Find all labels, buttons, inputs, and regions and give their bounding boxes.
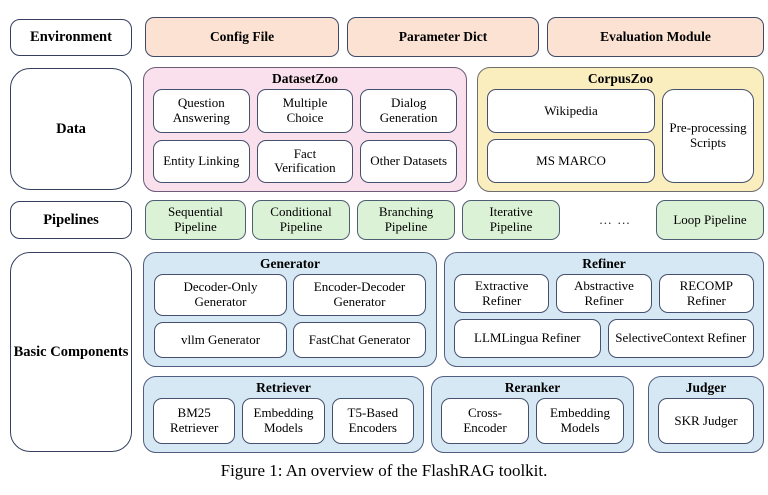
box-encoder-decoder-generator: Encoder-Decoder Generator: [293, 274, 426, 317]
box-config-file: Config File: [145, 17, 339, 57]
box-dialog-generation: Dialog Generation: [360, 89, 457, 133]
box-abstractive-refiner: Abstractive Refiner: [556, 274, 652, 313]
box-branching-pipeline: Branching Pipeline: [357, 200, 455, 240]
corpus-zoo-title: CorpusZoo: [587, 71, 654, 86]
container-retriever: Retriever BM25 Retriever Embedding Model…: [143, 376, 424, 453]
container-reranker: Reranker Cross-Encoder Embedding Models: [431, 376, 634, 453]
refiner-title: Refiner: [582, 256, 626, 271]
pipelines-ellipsis: … …: [598, 212, 632, 227]
box-fact-verification: Fact Verification: [256, 139, 354, 183]
box-fastchat-generator: FastChat Generator: [293, 322, 426, 358]
basic-components-label: Basic Components: [10, 252, 132, 452]
retriever-body: BM25 Retriever Embedding Models T5-Based…: [144, 398, 423, 452]
box-t5-based-encoders: T5-Based Encoders: [331, 398, 414, 444]
box-llmlingua-refiner: LLMLingua Refiner: [454, 319, 601, 358]
data-label: Data: [10, 68, 132, 190]
judger-title: Judger: [685, 380, 727, 395]
retriever-title: Retriever: [256, 380, 311, 395]
container-judger: Judger SKR Judger: [648, 376, 764, 453]
figure-caption: Figure 1: An overview of the FlashRAG to…: [220, 461, 548, 480]
box-loop-pipeline: Loop Pipeline: [656, 200, 764, 240]
container-refiner: Refiner Extractive Refiner Abstractive R…: [444, 252, 764, 367]
environment-label: Environment: [10, 19, 132, 56]
box-extractive-refiner: Extractive Refiner: [454, 274, 550, 313]
box-evaluation-module: Evaluation Module: [547, 17, 764, 57]
container-corpus-zoo: CorpusZoo Wikipedia MS MARCO Pre-process…: [477, 67, 764, 192]
box-conditional-pipeline: Conditional Pipeline: [252, 200, 350, 240]
box-wikipedia: Wikipedia: [487, 89, 655, 133]
refiner-row-2: LLMLingua Refiner SelectiveContext Refin…: [454, 319, 754, 358]
box-selectivecontext-refiner: SelectiveContext Refiner: [607, 319, 754, 358]
generator-grid: Decoder-Only Generator Encoder-Decoder G…: [144, 274, 436, 366]
reranker-body: Cross-Encoder Embedding Models: [432, 398, 633, 452]
dataset-zoo-title: DatasetZoo: [272, 71, 338, 86]
box-iterative-pipeline: Iterative Pipeline: [462, 200, 560, 240]
box-preprocessing-scripts: Pre-processing Scripts: [662, 89, 754, 183]
box-multiple-choice: Multiple Choice: [256, 89, 354, 133]
corpus-zoo-left-column: Wikipedia MS MARCO: [487, 89, 655, 183]
box-vllm-generator: vllm Generator: [154, 322, 287, 358]
dataset-zoo-grid: Question Answering Multiple Choice Dialo…: [144, 89, 466, 191]
refiner-row-1: Extractive Refiner Abstractive Refiner R…: [454, 274, 754, 313]
box-other-datasets: Other Datasets: [360, 139, 457, 183]
container-dataset-zoo: DatasetZoo Question Answering Multiple C…: [143, 67, 467, 192]
box-parameter-dict: Parameter Dict: [347, 17, 539, 57]
box-decoder-only-generator: Decoder-Only Generator: [154, 274, 287, 317]
pipelines-label: Pipelines: [10, 201, 132, 239]
box-recomp-refiner: RECOMP Refiner: [658, 274, 754, 313]
refiner-rows: Extractive Refiner Abstractive Refiner R…: [445, 274, 763, 366]
judger-body: SKR Judger: [649, 398, 763, 452]
box-skr-judger: SKR Judger: [658, 398, 754, 444]
corpus-zoo-body: Wikipedia MS MARCO Pre-processing Script…: [478, 89, 763, 191]
box-question-answering: Question Answering: [153, 89, 250, 133]
box-bm25-retriever: BM25 Retriever: [153, 398, 236, 444]
box-ms-marco: MS MARCO: [487, 139, 655, 183]
generator-title: Generator: [260, 256, 320, 271]
box-sequential-pipeline: Sequential Pipeline: [145, 200, 246, 240]
box-embedding-models-reranker: Embedding Models: [536, 398, 624, 444]
box-cross-encoder: Cross-Encoder: [441, 398, 529, 444]
container-generator: Generator Decoder-Only Generator Encoder…: [143, 252, 437, 367]
box-embedding-models-retriever: Embedding Models: [242, 398, 325, 444]
box-entity-linking: Entity Linking: [153, 139, 250, 183]
reranker-title: Reranker: [504, 380, 561, 395]
